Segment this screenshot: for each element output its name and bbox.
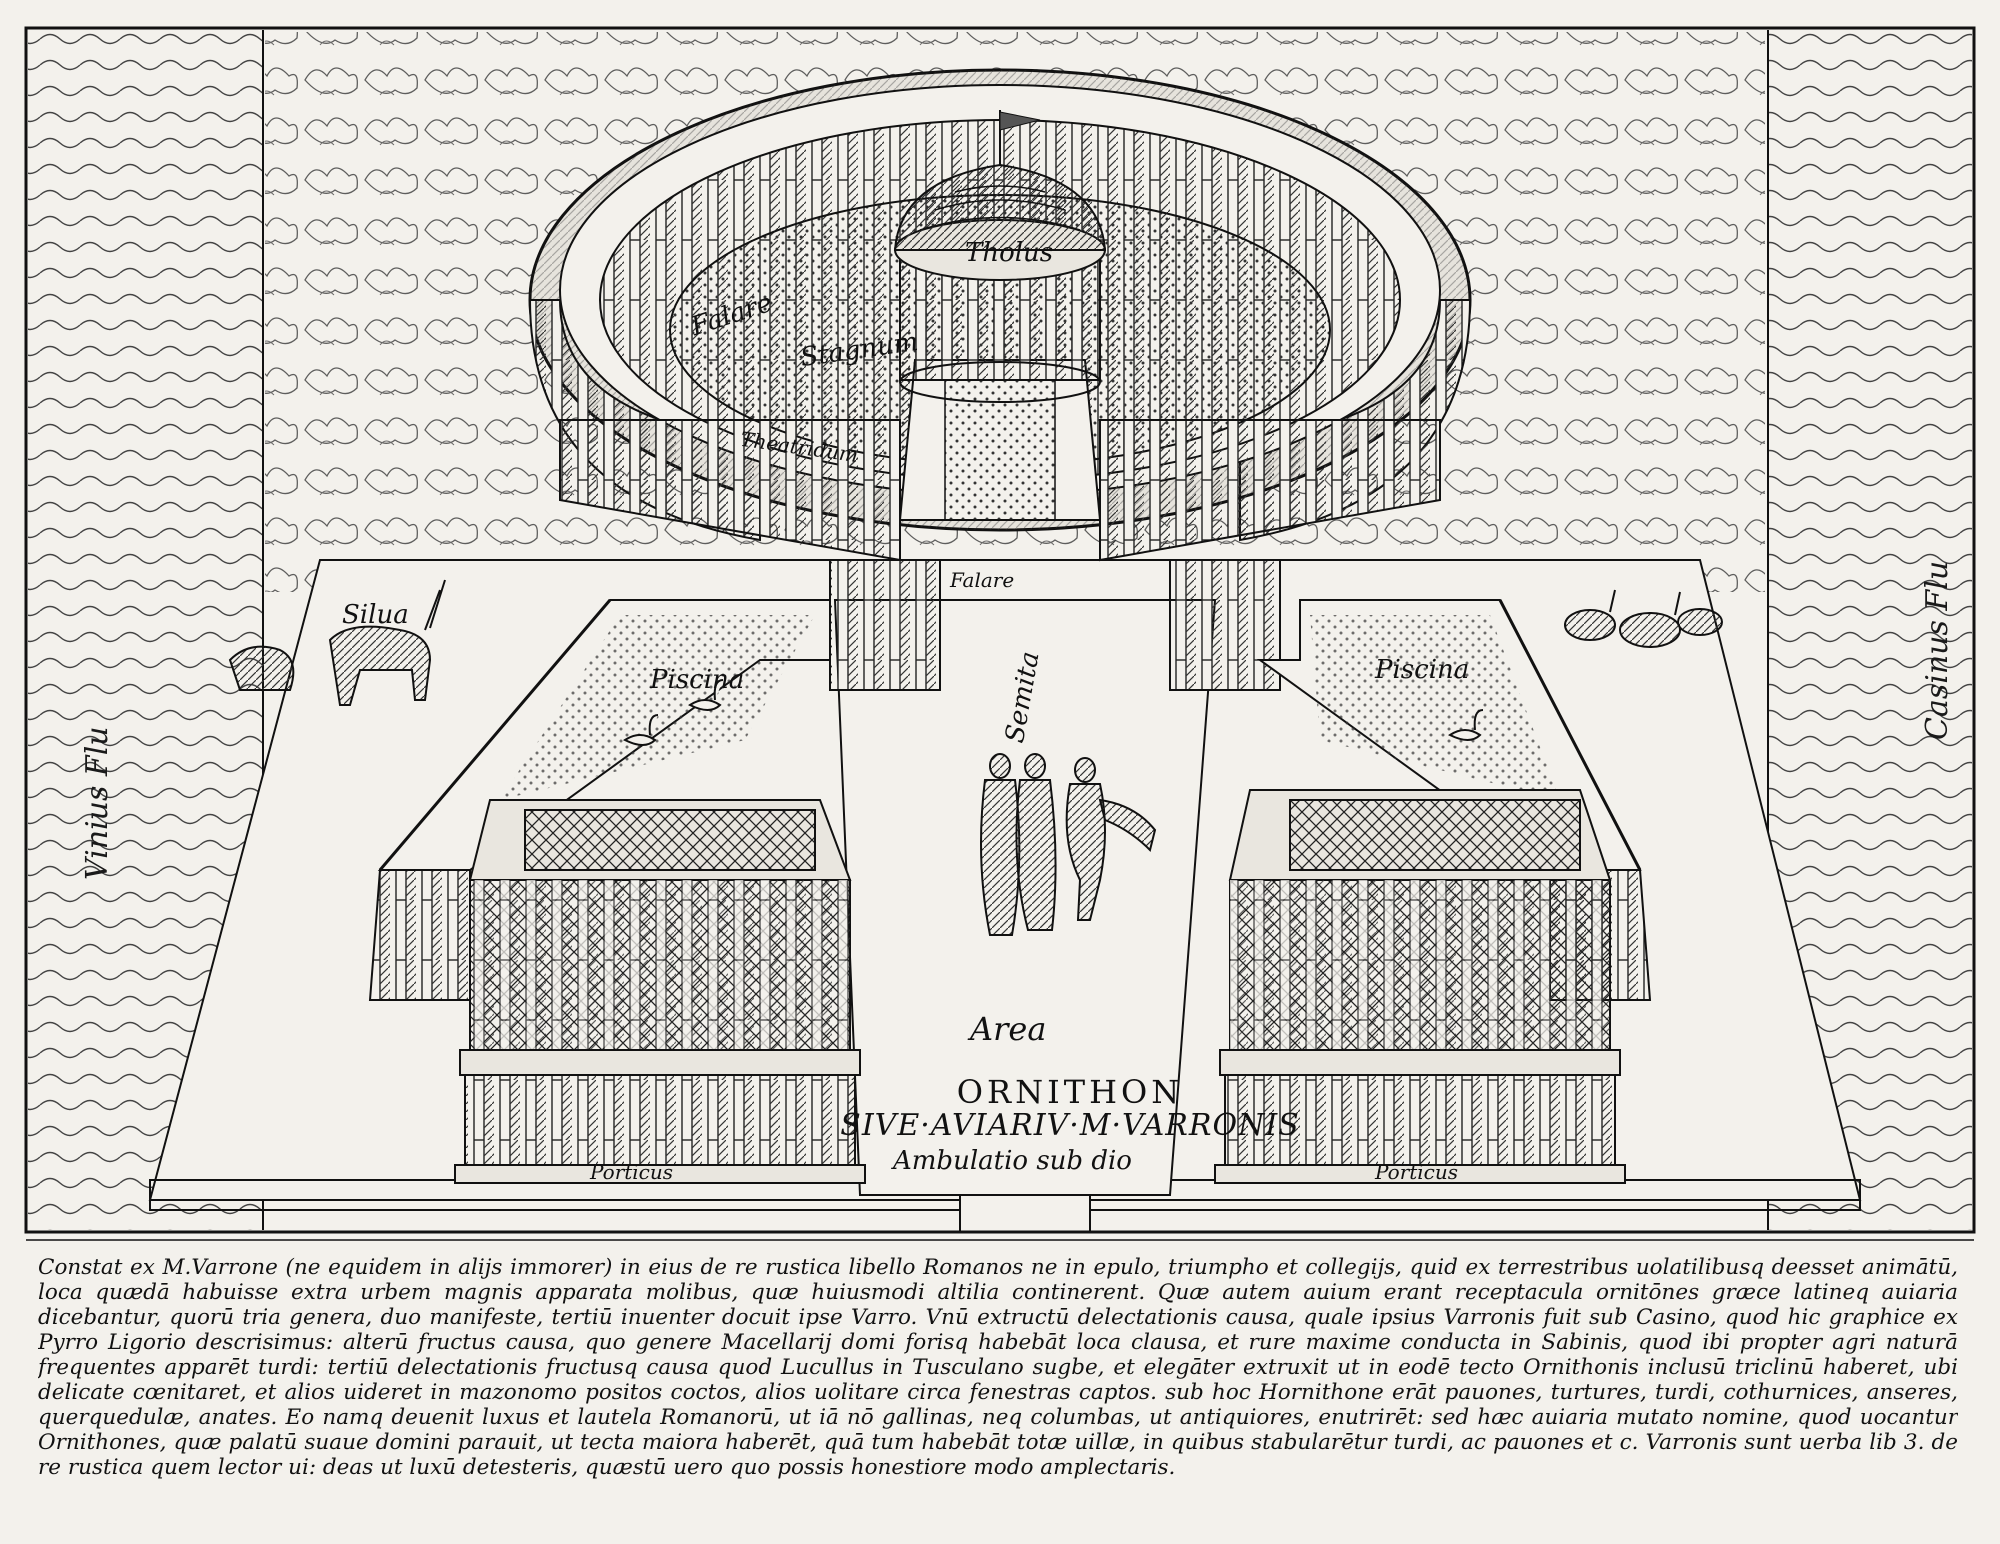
label-river-right: Casinus Flu: [1920, 560, 1955, 740]
label-tholus: Tholus: [965, 238, 1054, 268]
porticus-left-pavilion: [454, 799, 866, 1184]
label-piscina-left: Piscina: [650, 665, 745, 695]
label-silua: Silua: [342, 600, 409, 630]
title-line-1: ORNITHON: [956, 1073, 1184, 1111]
latin-caption: Constat ex M.Varrone (ne equidem in alij…: [38, 1255, 1958, 1480]
title-line-2: SIVE·AVIARIV·M·VARRONIS: [840, 1108, 1300, 1143]
label-falare-bottom: Falare: [950, 568, 1015, 592]
label-porticus-left: Porticus: [590, 1160, 674, 1184]
label-porticus-right: Porticus: [1375, 1160, 1459, 1184]
plate-border: [24, 26, 1976, 1234]
label-piscina-right: Piscina: [1375, 655, 1470, 685]
animals-silua: [228, 579, 446, 706]
rabbits: [1564, 589, 1723, 648]
plate-title: ORNITHON SIVE·AVIARIV·M·VARRONIS: [840, 1075, 1300, 1143]
porticus-right-pavilion: [1214, 789, 1626, 1184]
swans: [623, 679, 1484, 746]
three-figures: [980, 753, 1157, 936]
label-area: Area: [970, 1010, 1047, 1048]
label-ambulatio: Ambulatio sub dio: [893, 1146, 1132, 1176]
label-river-left: Vinius Flu: [80, 726, 115, 880]
tholus-building: [893, 110, 1107, 403]
